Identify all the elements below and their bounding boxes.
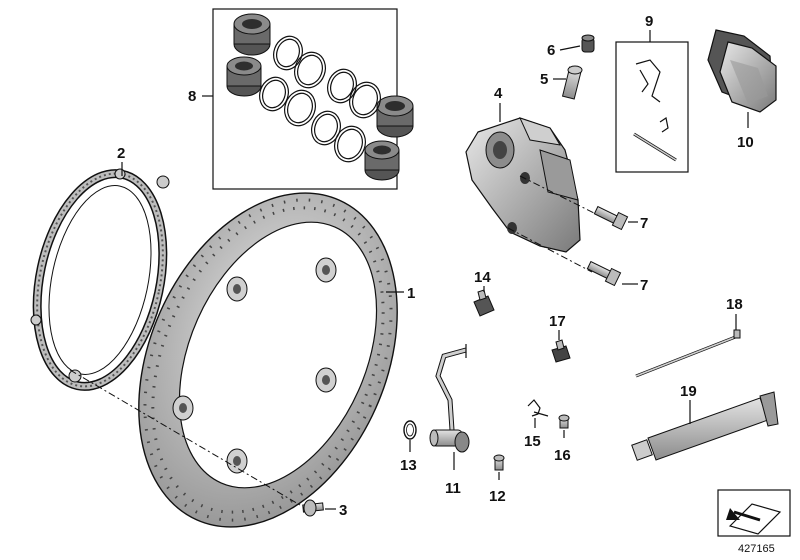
seal-rings [259,35,381,163]
disc-bolt [302,499,324,517]
callout-number-6: 6 [547,42,555,59]
cable-tie [635,329,741,378]
callout-10: 10 [737,112,754,151]
callout-5: 5 [540,71,566,88]
callout-19: 19 [680,383,697,424]
callout-14: 14 [474,269,491,292]
cable-clip-17 [551,339,571,363]
callout-4: 4 [494,85,503,122]
callout-number-10: 10 [737,134,754,151]
callout-number-18: 18 [726,296,743,313]
callout-15: 15 [524,418,541,450]
callout-16: 16 [554,430,571,464]
abs-sensor [429,344,470,453]
callout-number-3: 3 [339,502,347,519]
cable-clip-14 [473,289,495,317]
pad-hardware-frame [615,41,689,173]
sensor-screw [493,454,505,471]
callout-number-19: 19 [680,383,697,400]
callout-number-17: 17 [549,313,566,330]
callout-number-7a: 7 [640,215,648,232]
brake-caliper [465,117,581,253]
callout-13: 13 [400,440,417,474]
callout-number-2: 2 [117,145,125,162]
callout-6: 6 [547,42,581,59]
pad-spring-and-pin [633,59,677,162]
reference-number: 427165 [738,543,775,555]
bleed-valve [561,65,583,100]
piston-top-left [233,13,271,56]
pistons-and-seals [226,13,414,181]
brake-pads [707,29,777,113]
cable-holder [527,399,549,417]
caliper-bolt-upper [593,205,629,231]
callout-18: 18 [726,296,743,330]
callout-2: 2 [117,145,125,176]
callout-8: 8 [188,88,213,105]
callout-number-11: 11 [445,480,461,497]
caliper-bolt-lower [586,260,622,287]
callout-number-1: 1 [407,285,415,302]
brake-disc [138,192,398,528]
callout-7-upper: 7 [628,215,648,232]
callout-number-5: 5 [540,71,548,88]
callout-17: 17 [549,313,566,340]
callout-number-7b: 7 [640,277,648,294]
callout-number-4: 4 [494,85,503,102]
grease-tube [631,391,779,461]
callout-11: 11 [445,452,461,497]
bleed-valve-cap [581,34,595,53]
callout-12: 12 [489,472,506,505]
callout-number-14: 14 [474,269,491,286]
o-ring [403,420,417,440]
callout-number-12: 12 [489,488,506,505]
callout-number-15: 15 [524,433,541,450]
caliper-bolt-axis-lower [507,227,593,273]
callout-7-lower: 7 [622,277,648,294]
holder-screw [558,414,570,429]
callout-number-16: 16 [554,447,571,464]
callout-3: 3 [325,502,347,519]
callout-9: 9 [645,13,653,42]
piston-mid-left [226,56,262,97]
direction-symbol-box [717,489,791,537]
callout-number-13: 13 [400,457,417,474]
callout-number-8: 8 [188,88,196,105]
piston-right-lower [364,140,400,181]
callout-number-9: 9 [645,13,653,30]
piston-right-upper [376,95,414,138]
callout-1: 1 [386,285,415,302]
